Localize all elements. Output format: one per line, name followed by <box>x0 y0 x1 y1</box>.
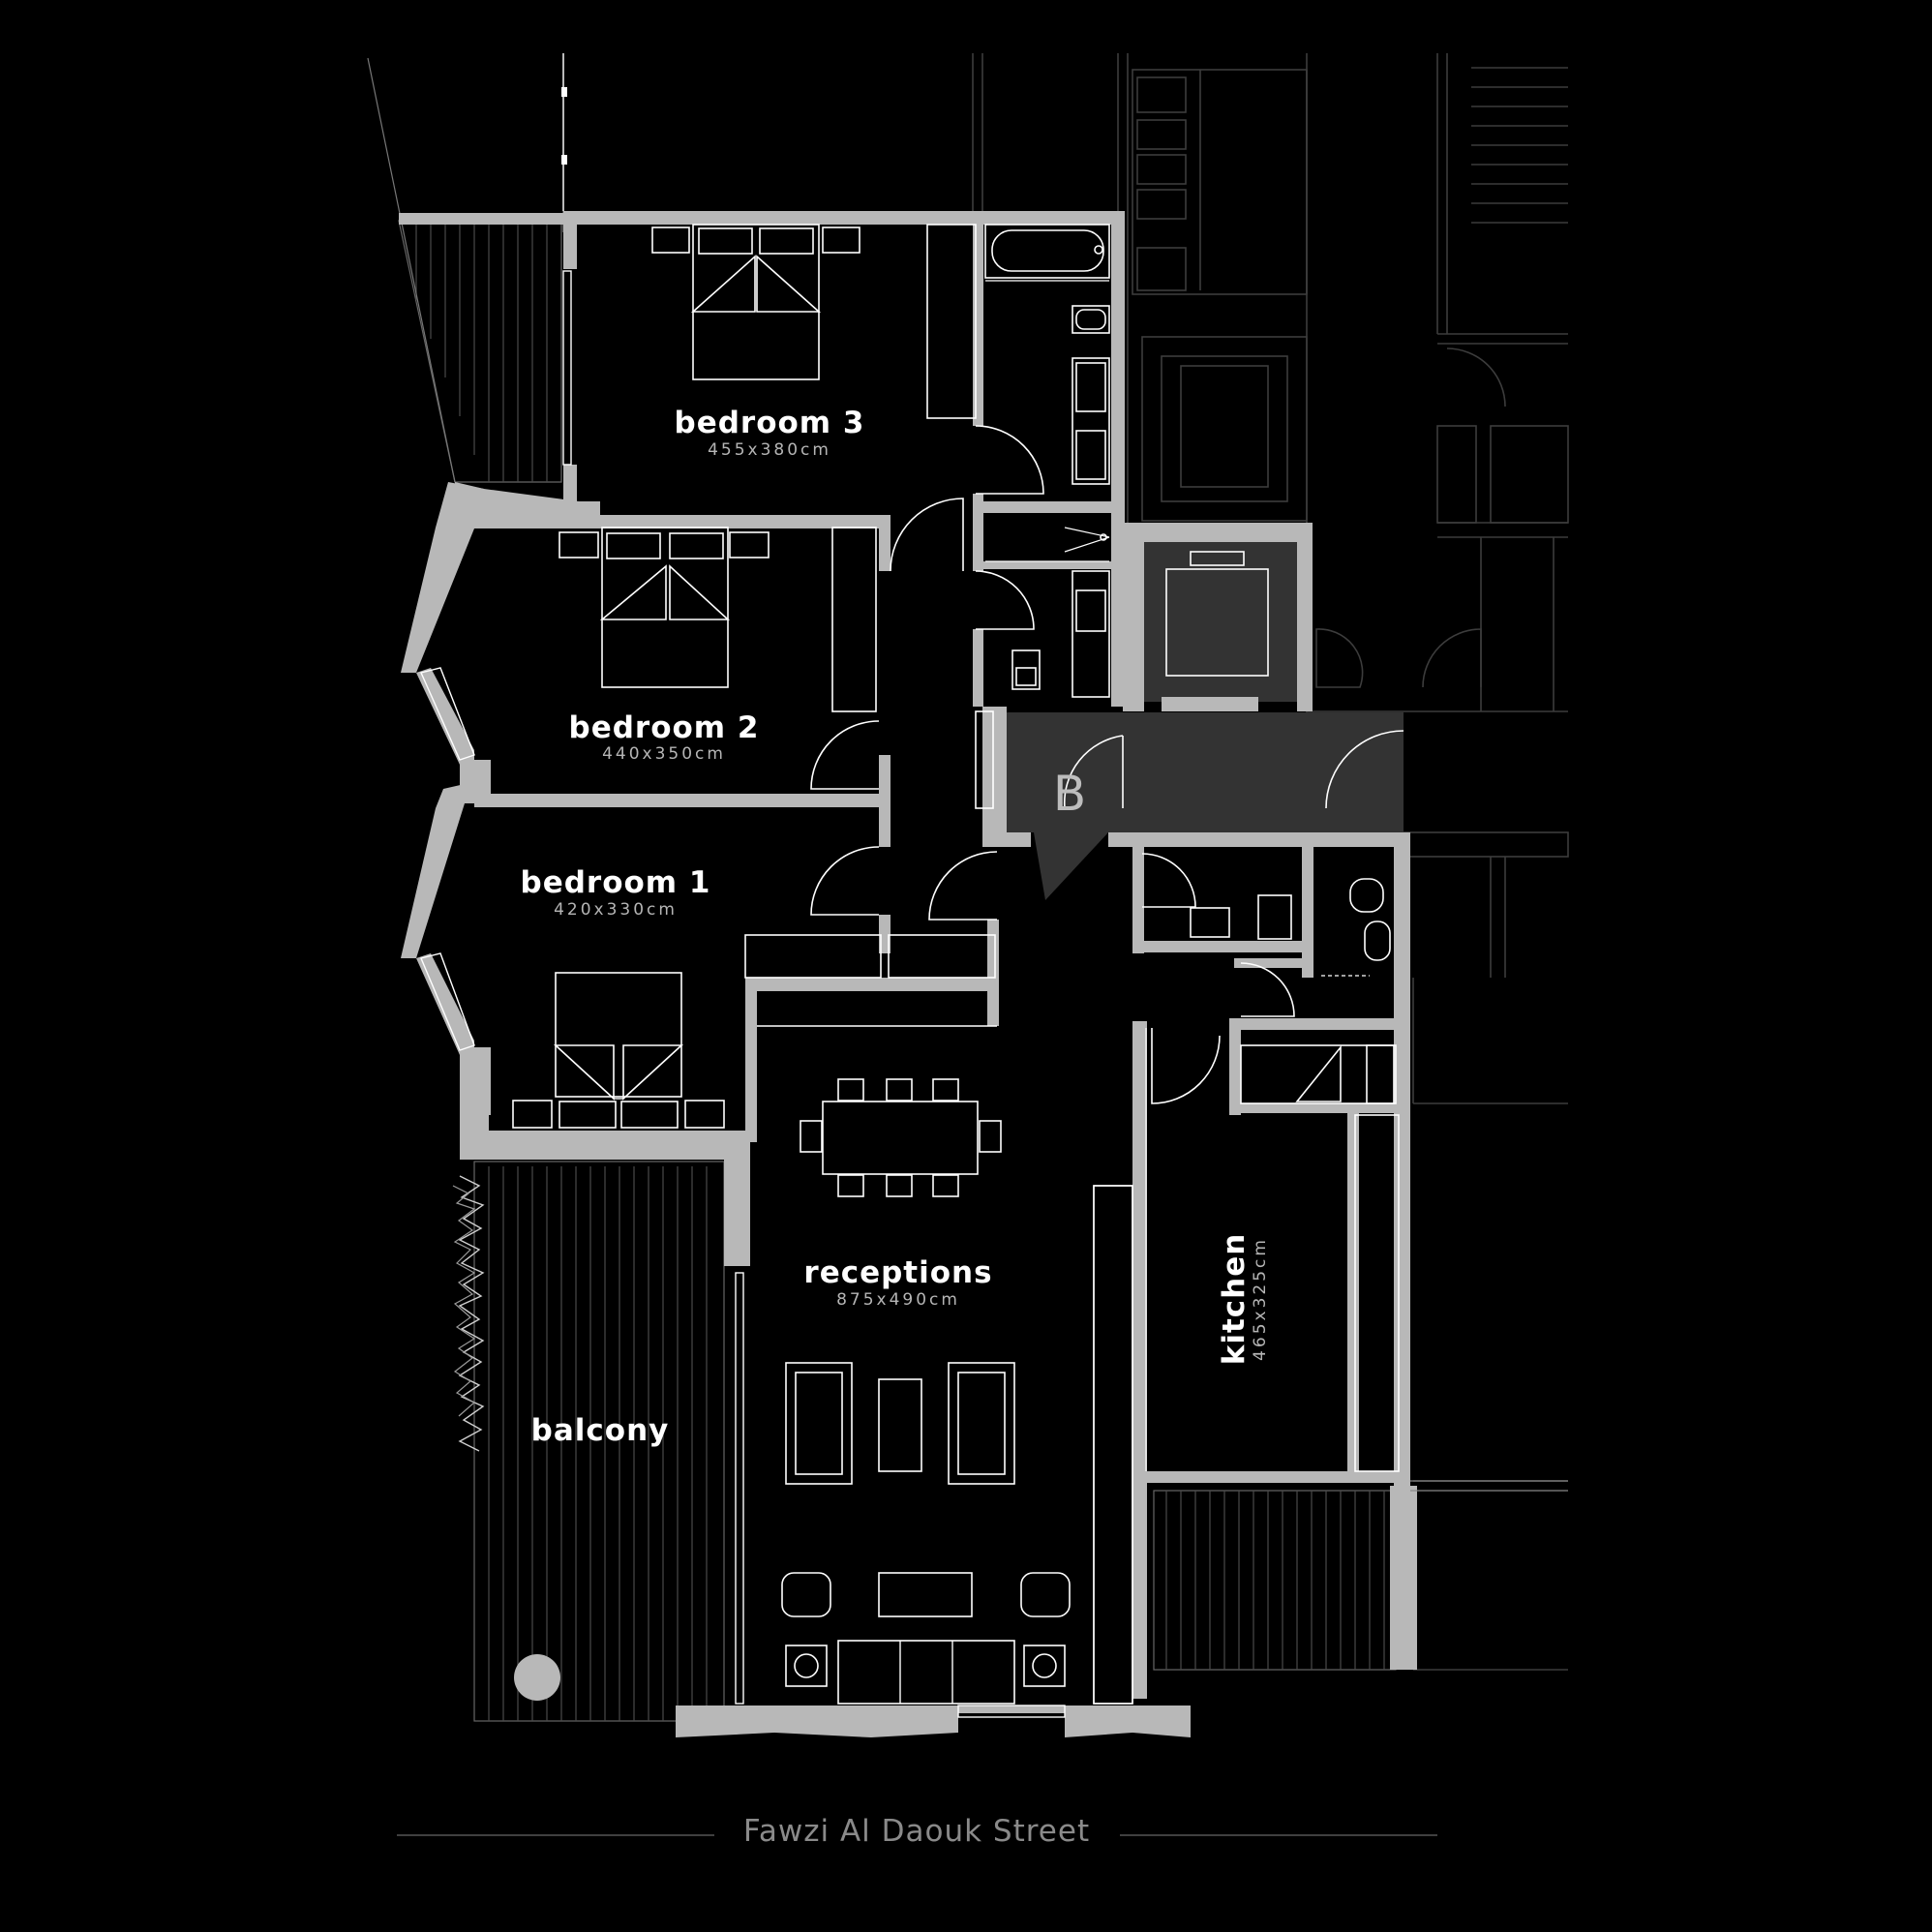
neighbour-building <box>972 53 1569 1671</box>
bedroom2-size: 440x350cm <box>602 744 726 764</box>
kitchen-size: 465x325cm <box>1251 1237 1270 1361</box>
receptions-size: 875x490cm <box>836 1290 960 1310</box>
balcony-name: balcony <box>531 1413 670 1448</box>
room-labels: bedroom 3 455x380cm bedroom 2 440x350cm … <box>521 406 1270 1448</box>
service-furniture <box>1190 878 1400 1472</box>
bedroom1-size: 420x330cm <box>554 900 678 920</box>
service-terrace <box>1153 1490 1397 1671</box>
shower-furniture <box>985 527 1110 698</box>
walls <box>399 211 1417 1737</box>
bedroom3-size: 455x380cm <box>708 440 831 460</box>
doors <box>810 425 1295 1104</box>
bedroom3-furniture <box>651 224 1110 485</box>
bedroom3-name: bedroom 3 <box>675 406 865 440</box>
bedroom1-name: bedroom 1 <box>521 865 711 900</box>
windows <box>420 53 1568 1718</box>
street-name: Fawzi Al Daouk Street <box>743 1814 1090 1849</box>
kitchen-name: kitchen <box>1217 1233 1252 1366</box>
planter-icon <box>514 1654 560 1701</box>
building-core <box>1007 542 1404 900</box>
bedroom2-furniture <box>558 527 994 809</box>
core-label: B <box>1053 766 1086 822</box>
plants-icon <box>458 1175 485 1452</box>
bedroom2-name: bedroom 2 <box>569 710 760 745</box>
receptions-furniture <box>781 1078 1133 1705</box>
receptions-name: receptions <box>803 1255 992 1290</box>
terrace-top-left <box>367 53 564 483</box>
bedroom1-furniture <box>512 934 997 1129</box>
street-label-group: Fawzi Al Daouk Street <box>397 1814 1437 1849</box>
balcony-deck <box>452 1161 725 1722</box>
